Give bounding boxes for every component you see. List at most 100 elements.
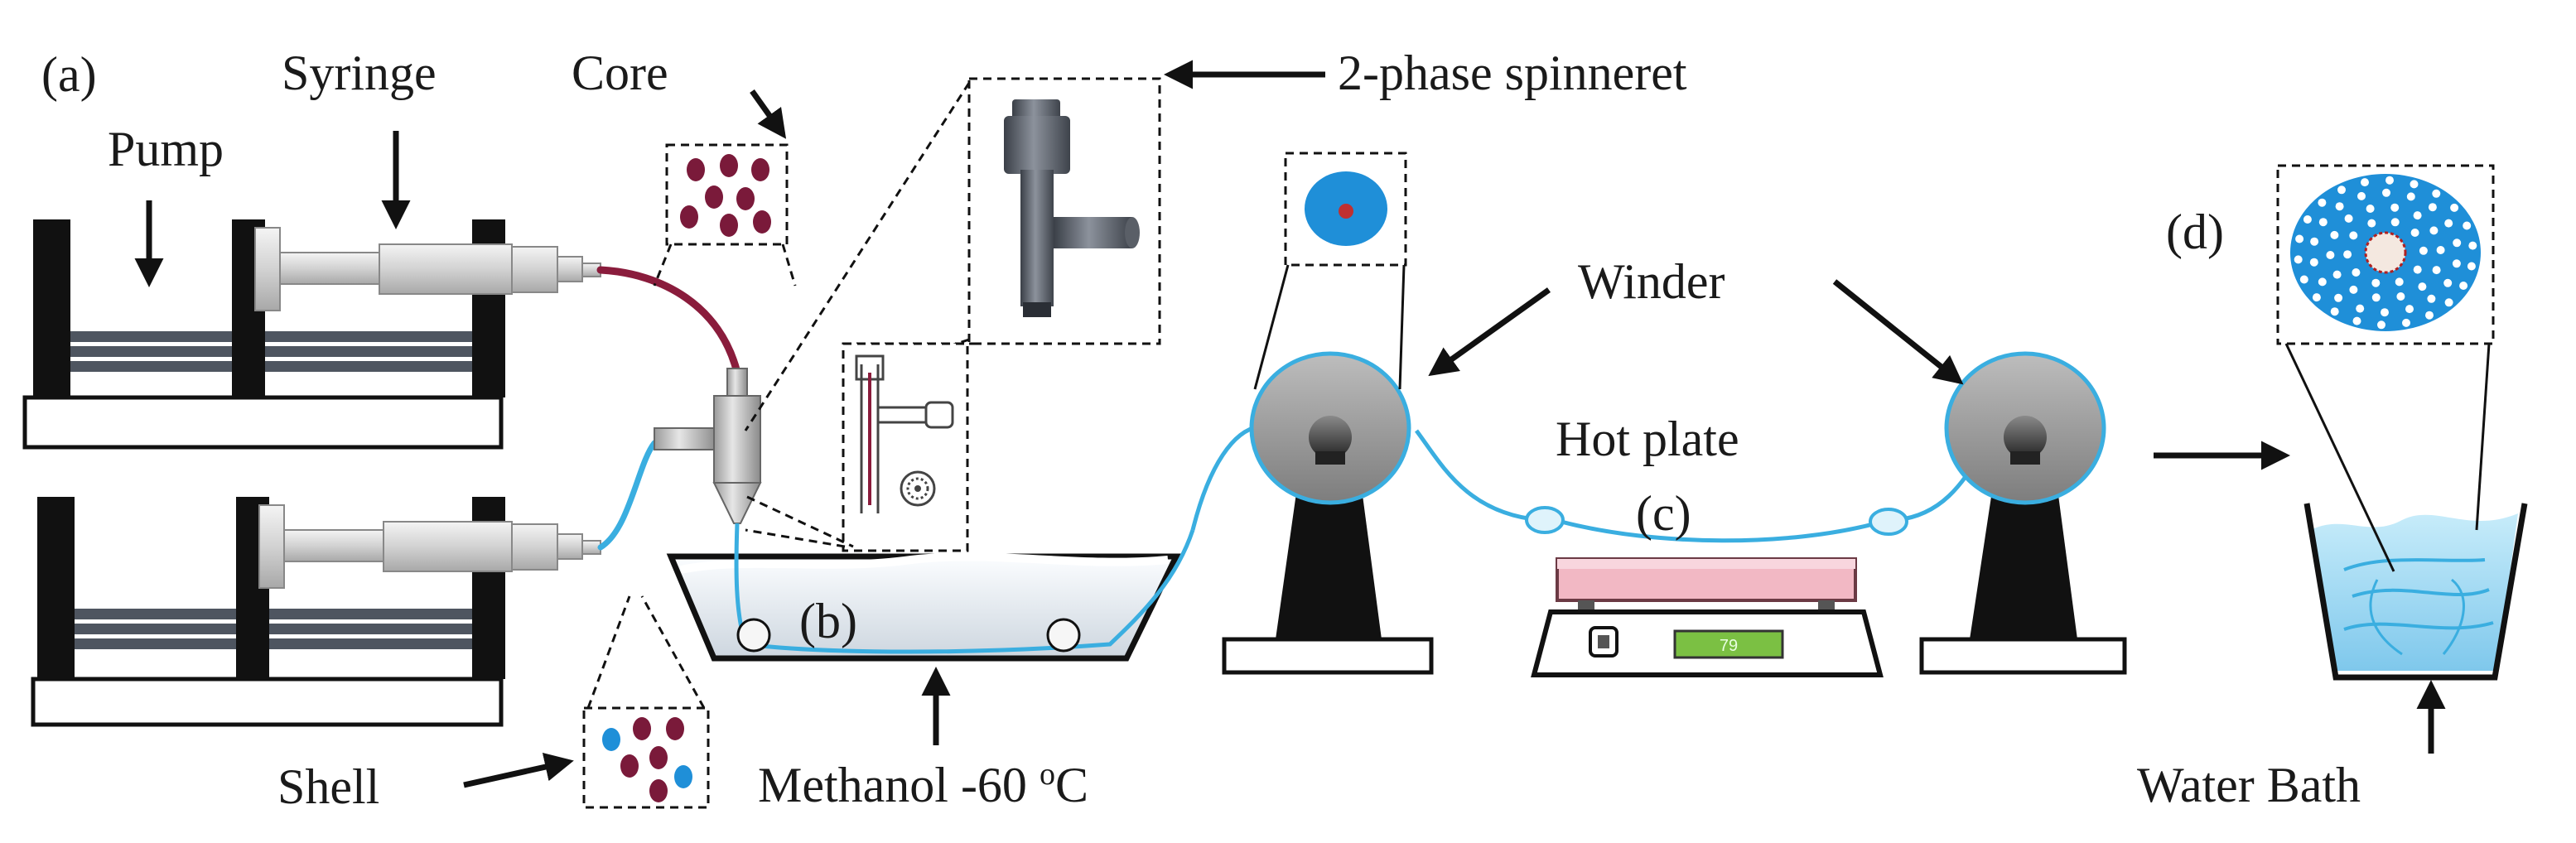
- pore-dot: [2463, 221, 2472, 230]
- pore-dot: [2357, 191, 2366, 200]
- winder-right: [1919, 351, 2127, 675]
- syringe-pump-bottom: [31, 497, 601, 727]
- inset-porous-fiber: [2276, 164, 2495, 572]
- pore-dot: [2326, 251, 2335, 259]
- pore-dot: [2444, 298, 2453, 307]
- inset-spinneret-cad: [744, 77, 1161, 431]
- pore-dot: [2444, 219, 2453, 228]
- pore-dot: [2318, 277, 2327, 287]
- hot-plate: 79: [1414, 429, 1999, 677]
- inset-spinneret-section: [745, 342, 969, 552]
- pore-dot: [2432, 189, 2441, 198]
- pore-dot: [2427, 294, 2436, 303]
- pore-dot: [2366, 205, 2375, 213]
- inset-shell: [582, 595, 710, 809]
- pore-dot: [2330, 230, 2339, 239]
- pore-dot: [2312, 293, 2321, 302]
- pore-dot: [2352, 268, 2361, 277]
- pore-dot: [2385, 176, 2394, 185]
- pore-dot: [2334, 293, 2343, 302]
- pore-dot: [2382, 188, 2390, 197]
- fiber-line: [1190, 424, 1260, 531]
- pore-dot: [2467, 262, 2476, 271]
- spinneret-label: 2-phase spinneret: [1338, 46, 1687, 100]
- winder-label: Winder: [1578, 254, 1725, 309]
- shell-label: Shell: [277, 759, 380, 814]
- inset-fiber-cross-section: [1253, 152, 1407, 390]
- pump-label: Pump: [108, 122, 224, 176]
- pore-dot: [2294, 255, 2303, 264]
- pore-dot: [2332, 270, 2342, 279]
- pore-dot: [2330, 307, 2339, 316]
- pore-dot: [2361, 178, 2369, 187]
- pore-dot: [2436, 246, 2445, 254]
- shell-arrow: [463, 752, 574, 788]
- winder-right-arrow: [1832, 279, 1964, 385]
- water-bath-label: Water Bath: [2137, 758, 2361, 812]
- core-arrow: [750, 89, 787, 139]
- pore-dot: [2405, 305, 2414, 314]
- pore-dot: [2318, 198, 2327, 207]
- pore-dot: [2425, 311, 2434, 320]
- syringe-label: Syringe: [282, 46, 437, 100]
- pore-dot: [2406, 192, 2415, 201]
- pore-dot: [2443, 278, 2453, 287]
- pore-dot: [2335, 202, 2344, 211]
- core-tube: [596, 266, 741, 377]
- pore-dot: [2459, 282, 2468, 290]
- pore-dot: [2395, 277, 2404, 287]
- hot-plate-display-value: 79: [1720, 637, 1738, 655]
- pore-dot: [2299, 275, 2308, 284]
- pore-dot: [2396, 292, 2405, 301]
- inset-core: [653, 143, 797, 287]
- pore-dot: [2402, 318, 2410, 327]
- pore-dot: [2349, 285, 2358, 294]
- syringe-pump-top: [22, 219, 601, 450]
- winder-left-arrow: [1428, 287, 1551, 377]
- pore-dot: [2367, 219, 2376, 228]
- panel-label-b: (b): [799, 594, 857, 648]
- pore-dot: [2337, 185, 2346, 195]
- pore-dot: [2377, 320, 2385, 330]
- pore-dot: [2413, 211, 2422, 220]
- pore-dot: [2410, 229, 2419, 237]
- callout-arrows: [134, 60, 2446, 788]
- pore-dot: [2303, 215, 2312, 224]
- pore-dot: [2356, 304, 2365, 313]
- methanol-bath: [666, 523, 1195, 662]
- panel-label-a: (a): [41, 47, 97, 102]
- panel-label-c: (c): [1636, 486, 1691, 541]
- pore-dot: [2419, 246, 2428, 255]
- pore-dot: [2450, 203, 2459, 212]
- pore-dot: [2295, 234, 2304, 243]
- water-bath: [2303, 503, 2528, 681]
- pore-dot: [2352, 316, 2361, 325]
- panel-label-d: (d): [2166, 205, 2224, 259]
- pore-dot: [2318, 218, 2328, 227]
- winder-left: [1222, 351, 1434, 675]
- pore-dot: [2310, 237, 2319, 246]
- spinneret: [654, 368, 762, 524]
- pore-dot: [2429, 226, 2439, 235]
- pore-dot: [2371, 293, 2381, 302]
- pore-dot: [2452, 259, 2461, 268]
- core-label: Core: [572, 46, 668, 100]
- pore-dot: [2349, 231, 2358, 240]
- shell-tube: [597, 440, 658, 551]
- spinneret-leader-lines: [746, 495, 854, 548]
- pore-dot: [2390, 203, 2400, 212]
- pore-dot: [2413, 265, 2422, 274]
- hot-plate-label: Hot plate: [1556, 412, 1739, 466]
- pore-dot: [2371, 278, 2381, 287]
- pore-dot: [2344, 214, 2353, 223]
- pore-dot: [2468, 241, 2477, 250]
- pore-dot: [2410, 180, 2419, 189]
- pore-dot: [2390, 218, 2400, 227]
- pore-dot: [2453, 238, 2462, 248]
- pore-dot: [2381, 308, 2389, 317]
- methanol-label: Methanol -60 oC: [758, 757, 1088, 812]
- pore-dot: [2428, 203, 2437, 212]
- pore-dot: [2418, 282, 2427, 291]
